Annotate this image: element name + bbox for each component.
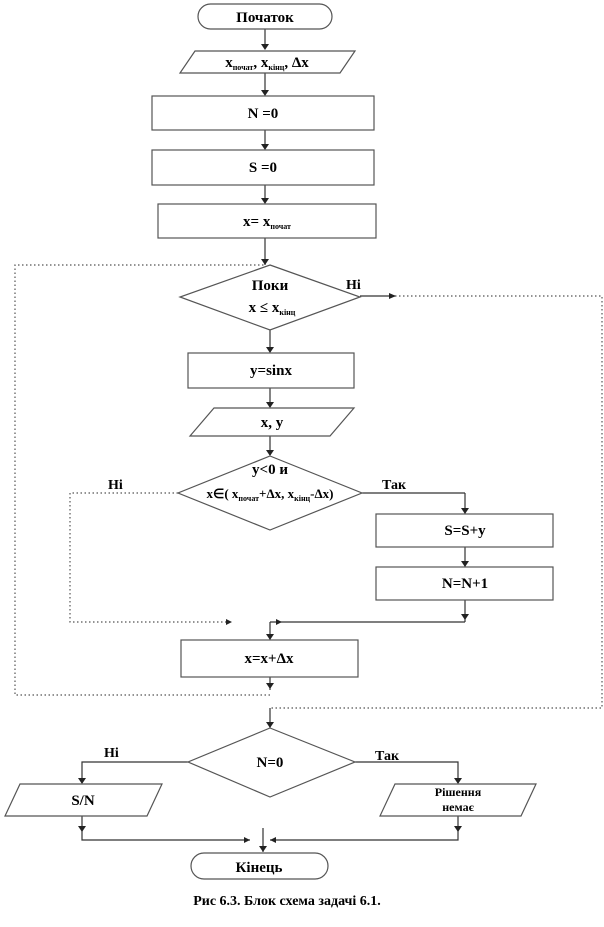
sum-process: S=S+y [375,513,554,548]
svg-text:x∈( xпочат+Δx, xкінц-Δx): x∈( xпочат+Δx, xкінц-Δx) [207,486,334,503]
init-x-process: x= xпочат [157,203,377,239]
start-label: Початок [236,10,294,26]
nzero-yes-label: Так [375,749,400,764]
n-zero-label: N=0 [257,755,284,771]
count-process: N=N+1 [375,566,554,601]
no-solution-line2: немає [442,800,474,814]
end-label: Кінець [236,860,283,876]
calc-y-process: y=sinx [187,352,355,389]
input-parallelogram: xпочат, xкінц, Δx [178,50,357,74]
n-zero-decision: N=0 [186,727,357,798]
svg-text:x ≤ xкінц: x ≤ xкінц [249,300,296,317]
loop-no-label: Ні [346,278,361,293]
no-solution-line1: Рішення [435,785,482,799]
output-xy-parallelogram: x, y [188,407,356,437]
loop-condition-line1: Поки [252,278,289,294]
svg-text:xпочат, xкінц, Δx: xпочат, xкінц, Δx [225,55,309,72]
increment-process: x=x+Δx [180,639,359,678]
output-sn-parallelogram: S/N [4,783,163,817]
range-yes-label: Так [382,478,407,493]
init-s-process: S =0 [151,149,375,186]
init-n-label: N =0 [248,106,279,122]
nzero-no-label: Ні [104,746,119,761]
arrowheads [78,44,469,852]
increment-label: x=x+Δx [245,651,294,667]
range-no-label: Ні [108,478,123,493]
init-s-label: S =0 [249,160,277,176]
range-condition-line1: y<0 и [252,462,288,478]
init-n-process: N =0 [151,95,375,131]
calc-y-label: y=sinx [250,363,292,379]
svg-text:x= xпочат: x= xпочат [243,214,291,231]
output-sn-label: S/N [71,793,95,809]
loop-condition-decision: Поки x ≤ xкінц [178,264,362,331]
no-solution-parallelogram: Рішення немає [379,783,537,817]
figure-caption: Рис 6.3. Блок схема задачі 6.1. [193,894,381,909]
range-condition-decision: y<0 и x∈( xпочат+Δx, xкінц-Δx) [176,455,364,531]
start-terminal: Початок [197,3,333,30]
end-terminal: Кінець [190,852,329,880]
output-xy-label: x, y [261,415,284,431]
sum-label: S=S+y [444,523,486,539]
count-label: N=N+1 [442,576,488,592]
